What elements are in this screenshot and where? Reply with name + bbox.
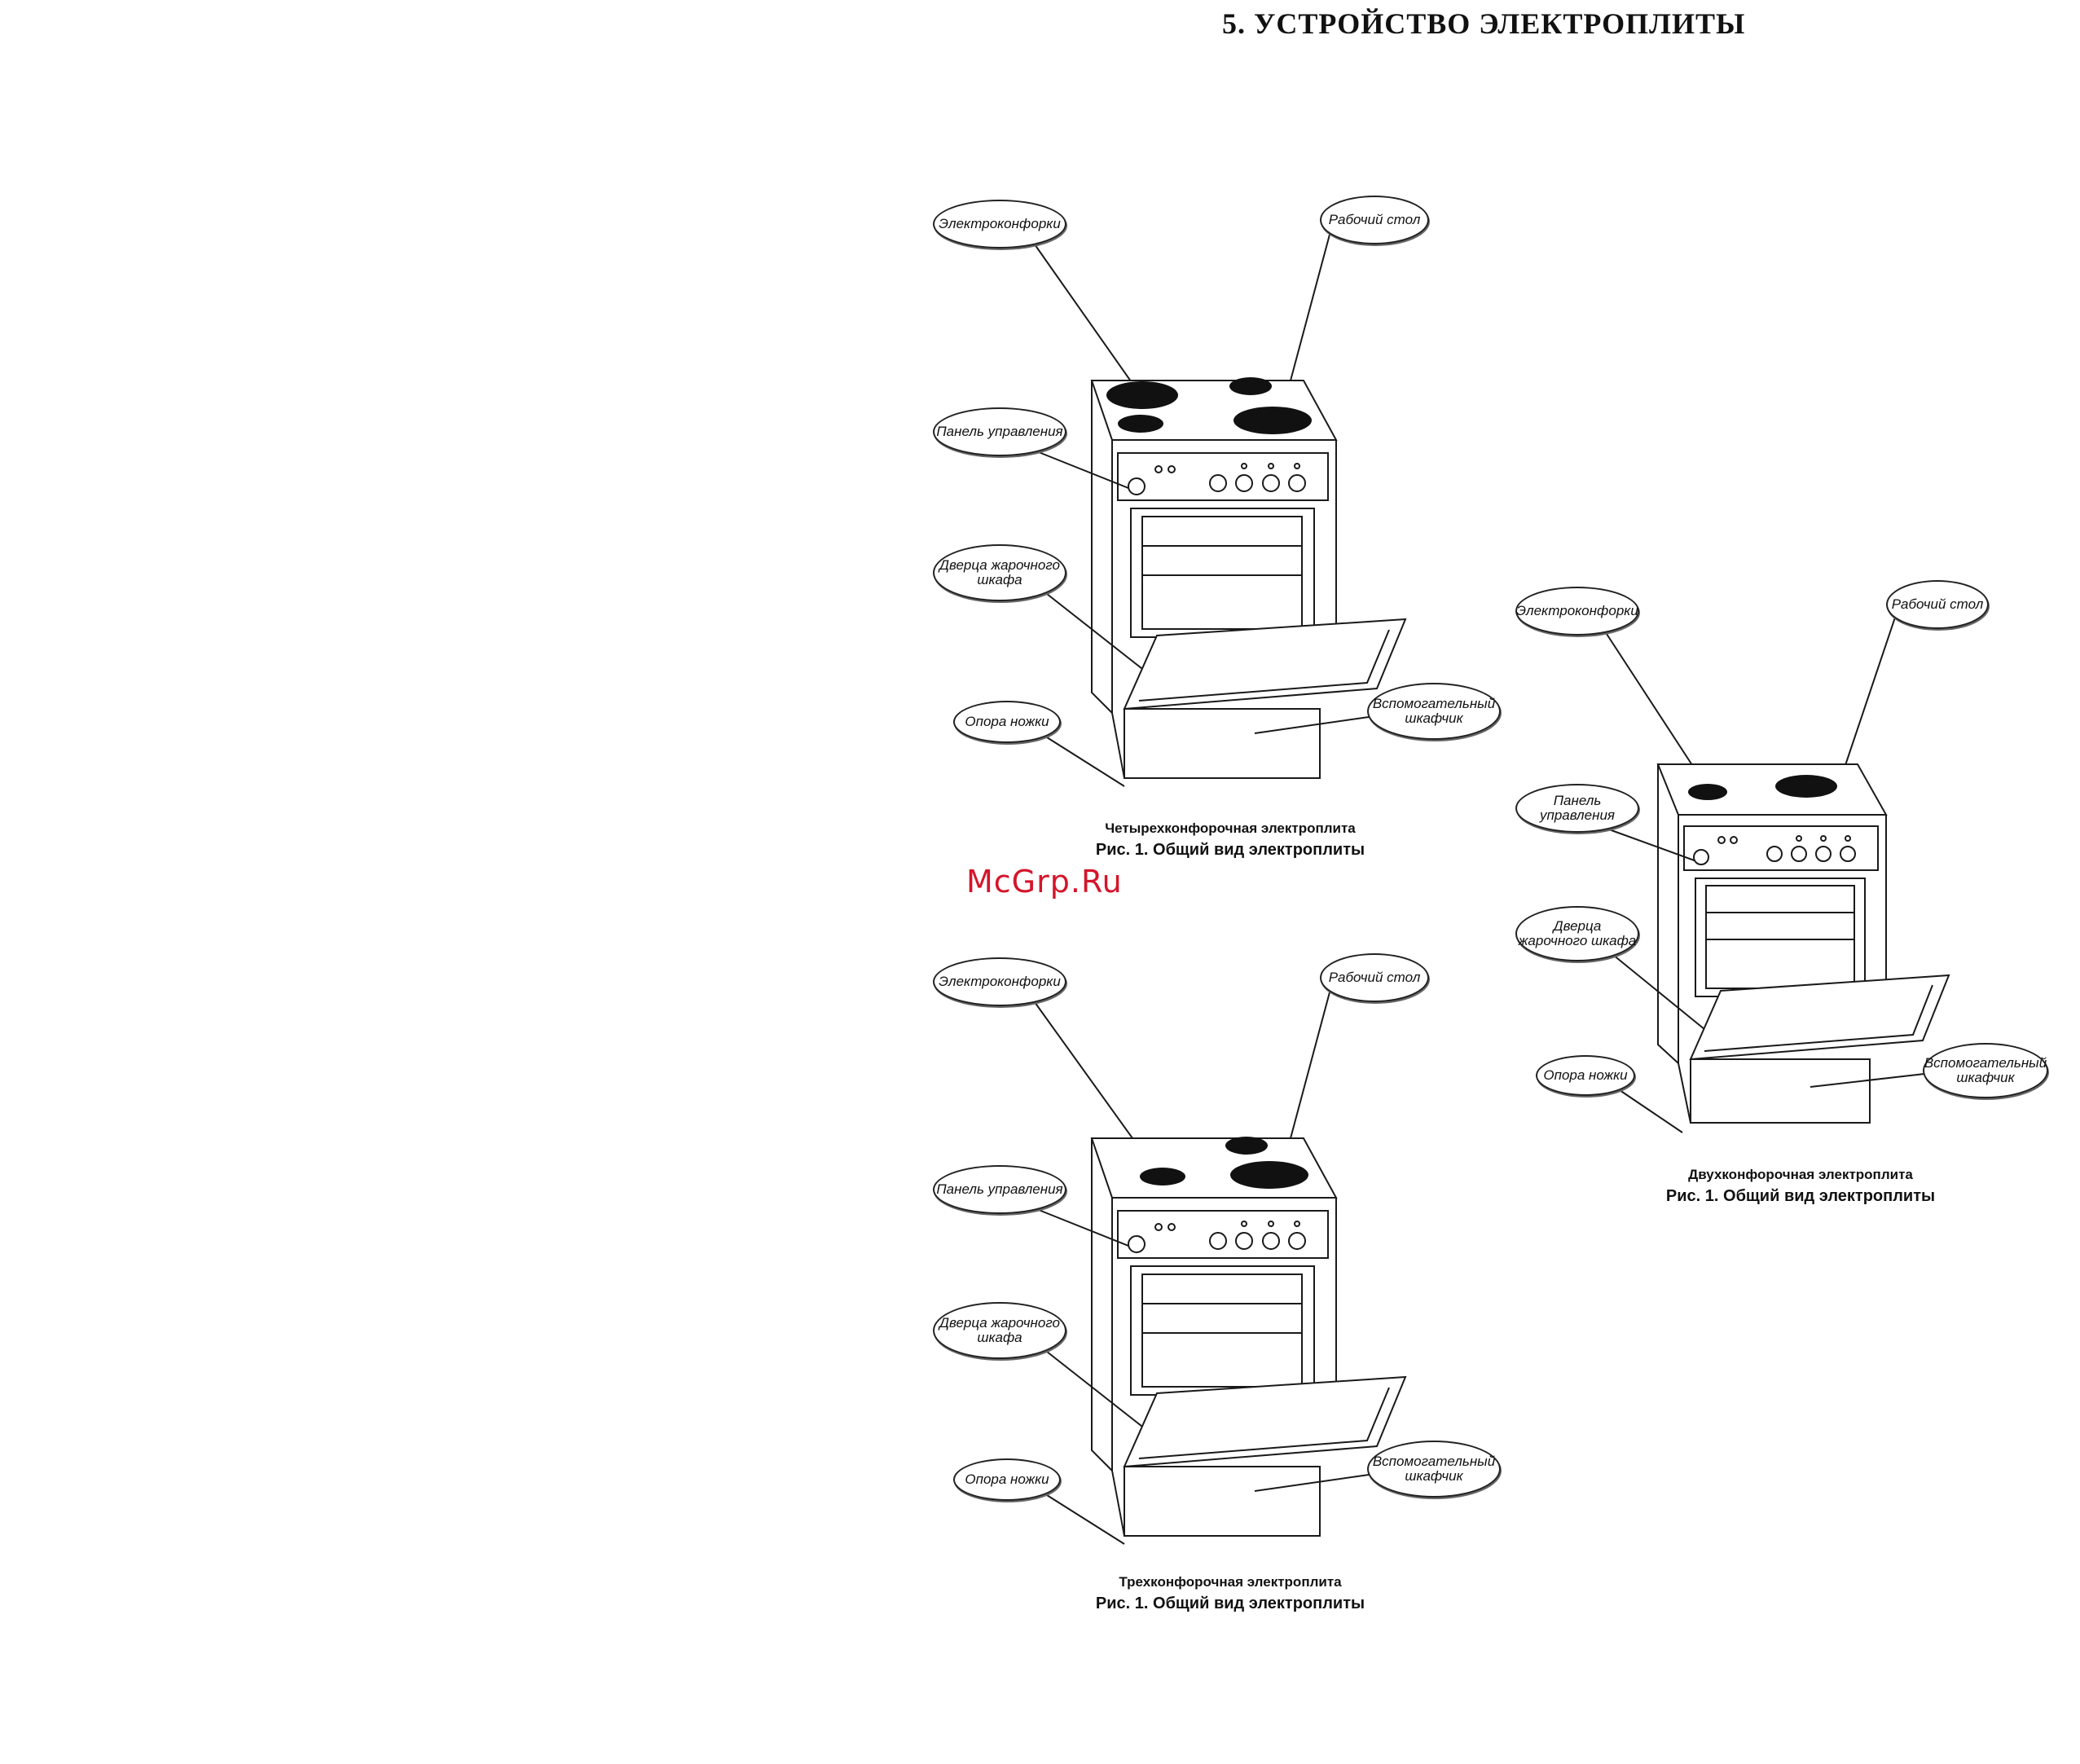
- callout-worktop: Рабочий стол: [1320, 953, 1429, 1002]
- control-knobs: [1693, 835, 1856, 865]
- callout-leg-support: Опора ножки: [953, 701, 1061, 743]
- callout-oven-door: Дверца жарочного шкафа: [933, 544, 1066, 601]
- figure-title: Рис. 1. Общий вид электроплиты: [1095, 1595, 1365, 1612]
- figure-caption: Двухконфорочная электроплита Рис. 1. Общ…: [1613, 1165, 1988, 1208]
- callout-leg-support: Опора ножки: [953, 1458, 1061, 1501]
- callout-control-panel: Панель управления: [1515, 784, 1639, 833]
- callout-control-panel: Панель управления: [933, 1165, 1066, 1214]
- callout-hotplates: Электроконфорки: [933, 200, 1066, 249]
- callout-oven-door: Дверца жарочного шкафа: [1515, 906, 1639, 961]
- callout-worktop: Рабочий стол: [1886, 580, 1989, 629]
- callout-aux-cabinet: Вспомогательный шкафчик: [1367, 683, 1501, 740]
- figure-caption: Трехконфорочная электроплита Рис. 1. Общ…: [1027, 1573, 1434, 1615]
- hotplates-group: [1140, 1137, 1308, 1189]
- figure-subtitle: Двухконфорочная электроплита: [1688, 1167, 1913, 1182]
- watermark: McGrp.Ru: [966, 864, 1123, 900]
- callout-hotplates: Электроконфорки: [1515, 587, 1639, 636]
- callout-hotplates: Электроконфорки: [933, 957, 1066, 1006]
- hotplates-group: [1688, 775, 1837, 800]
- figure-four-burner: Электроконфорки Рабочий стол Панель упра…: [929, 179, 1515, 896]
- hotplates-group: [1106, 377, 1312, 434]
- callout-aux-cabinet: Вспомогательный шкафчик: [1367, 1441, 1501, 1498]
- figure-caption: Четырехконфорочная электроплита Рис. 1. …: [1027, 819, 1434, 861]
- callout-oven-door: Дверца жарочного шкафа: [933, 1302, 1066, 1359]
- callout-aux-cabinet: Вспомогательный шкафчик: [1923, 1043, 2048, 1098]
- stove-illustration-two-burner: [1604, 602, 1950, 1133]
- stove-illustration-three-burner: [1034, 967, 1407, 1545]
- figure-two-burner: Электроконфорки Рабочий стол Панель упра…: [1515, 570, 2069, 1222]
- stove-illustration-four-burner: [1034, 209, 1407, 787]
- callout-leg-support: Опора ножки: [1536, 1055, 1635, 1096]
- callout-worktop: Рабочий стол: [1320, 196, 1429, 244]
- figure-subtitle: Четырехконфорочная электроплита: [1105, 820, 1356, 836]
- control-knobs: [1128, 463, 1306, 495]
- callout-control-panel: Панель управления: [933, 407, 1066, 456]
- figure-subtitle: Трехконфорочная электроплита: [1119, 1574, 1342, 1590]
- control-knobs: [1128, 1221, 1306, 1253]
- page-title: 5. УСТРОЙСТВО ЭЛЕКТРОПЛИТЫ: [1222, 7, 1746, 40]
- figure-title: Рис. 1. Общий вид электроплиты: [1665, 1187, 1936, 1205]
- figure-title: Рис. 1. Общий вид электроплиты: [1095, 841, 1365, 859]
- figure-three-burner: Электроконфорки Рабочий стол Панель упра…: [929, 937, 1515, 1621]
